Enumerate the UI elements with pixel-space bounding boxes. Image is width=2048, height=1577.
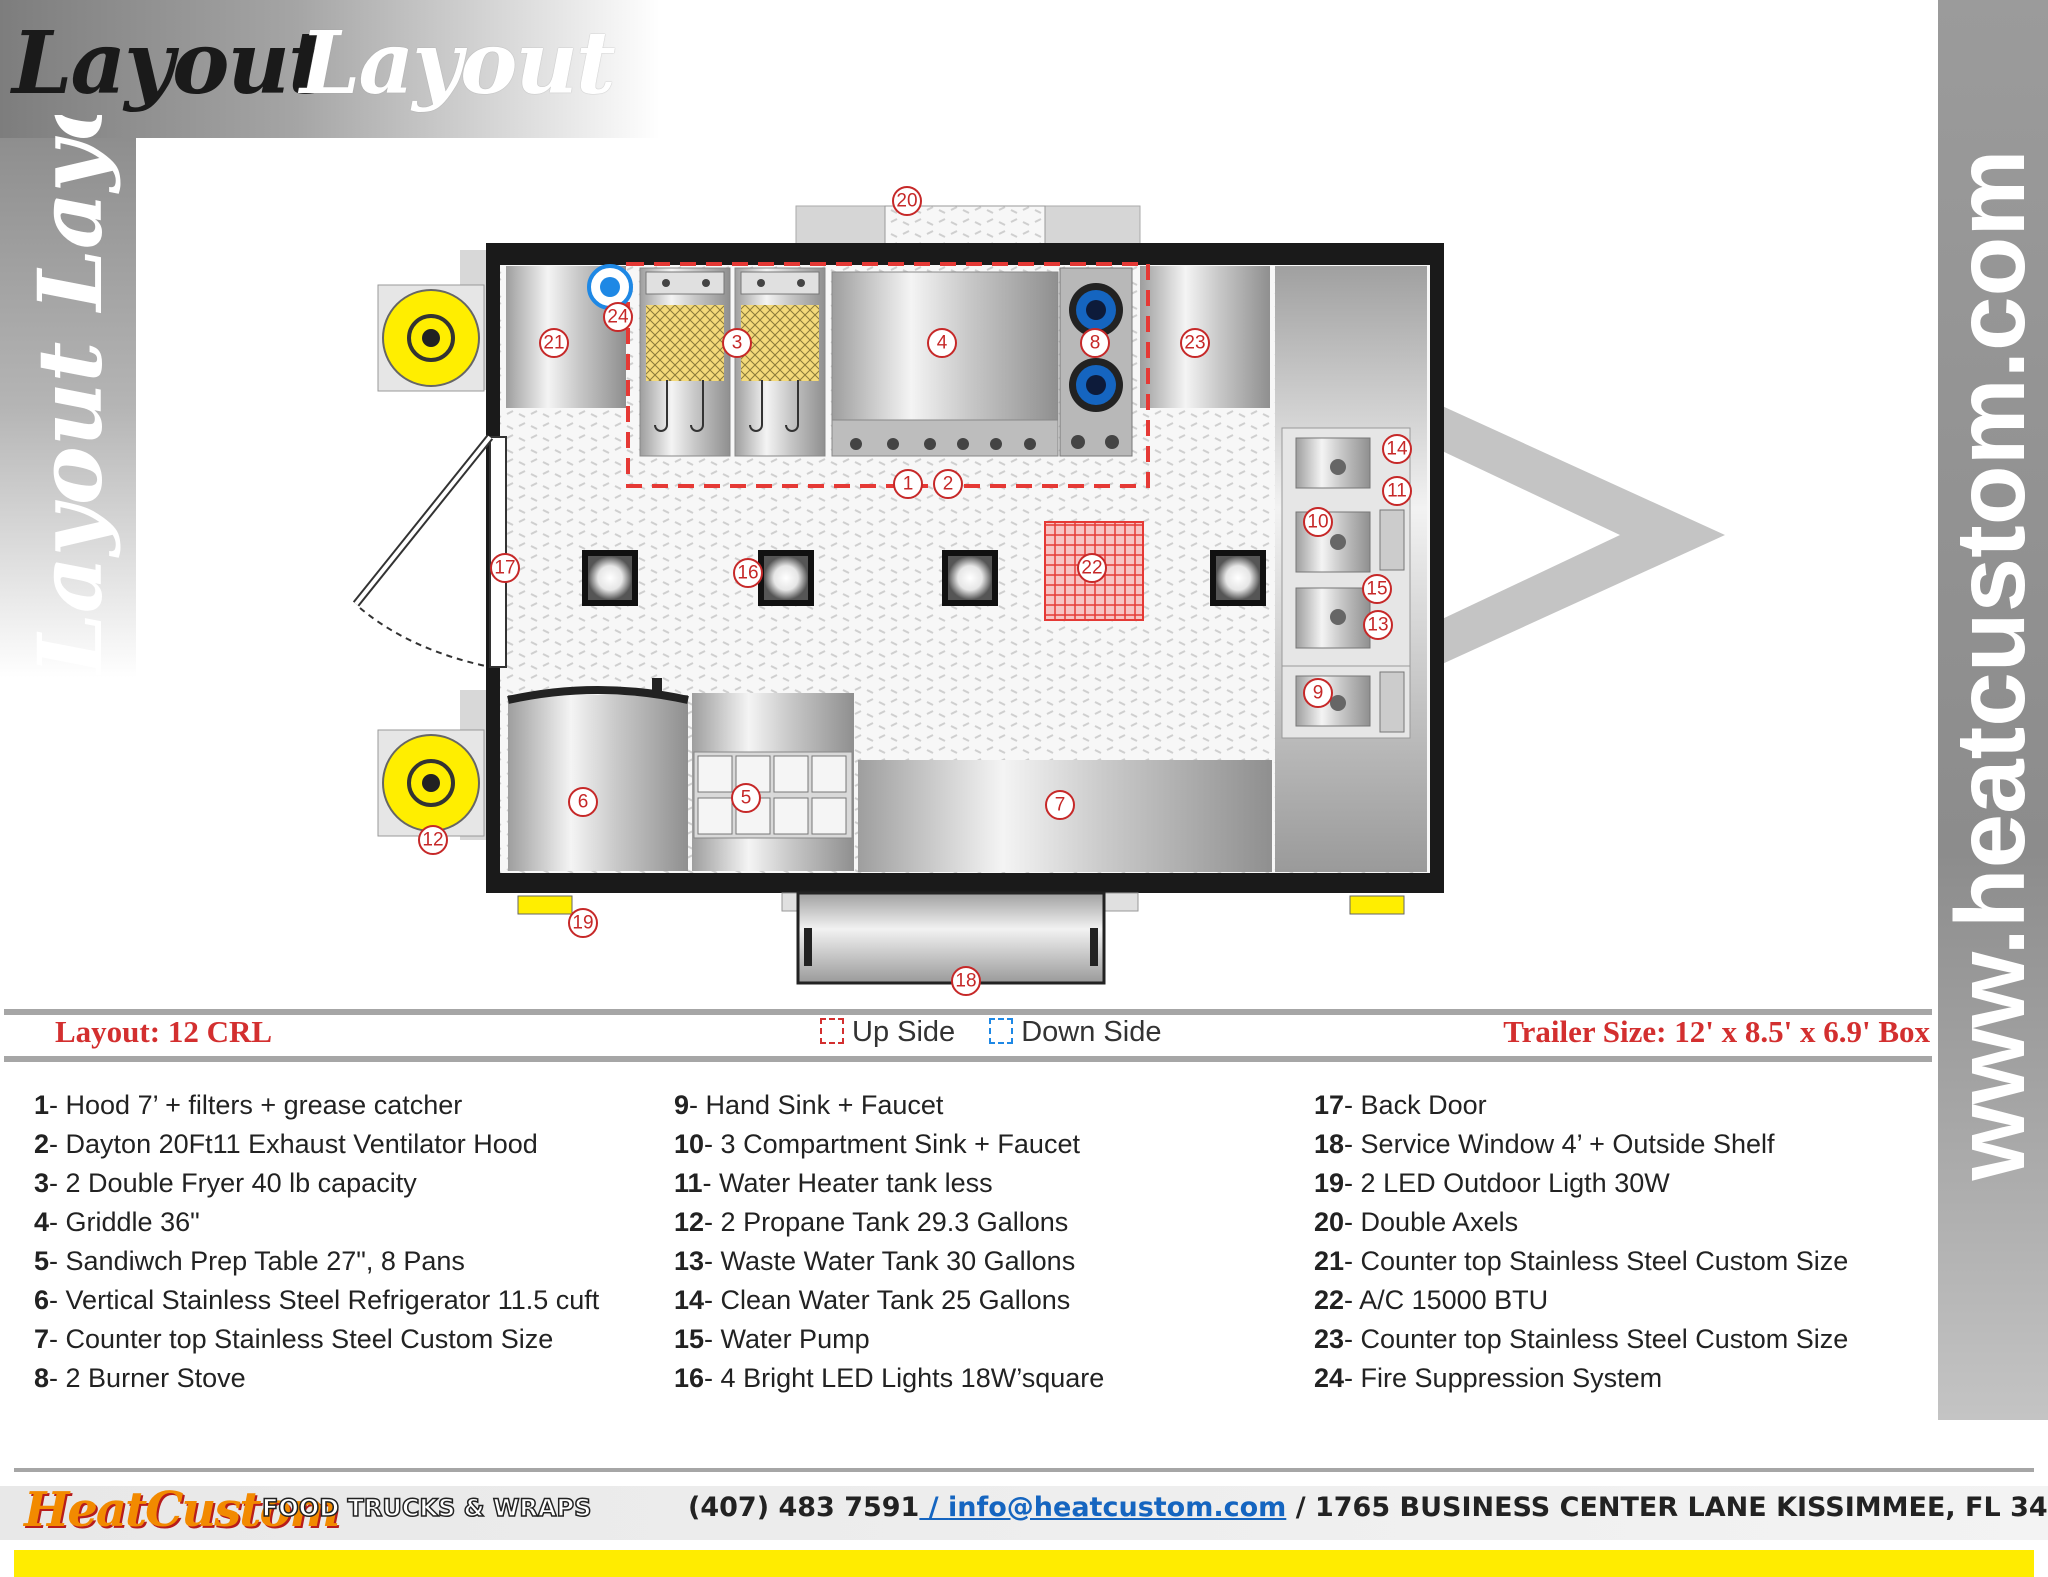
callout-4: 4 (937, 333, 948, 354)
callout-18: 18 (955, 971, 976, 992)
legend: Up Side Down Side (820, 1016, 1161, 1049)
outdoor-led-right (1349, 895, 1405, 915)
list-item: 15- Water Pump (674, 1324, 870, 1354)
list-item: 21- Counter top Stainless Steel Custom S… (1314, 1246, 1849, 1276)
list-item: 1- Hood 7’ + filters + grease catcher (34, 1090, 463, 1120)
list-item: 20- Double Axels (1314, 1207, 1519, 1237)
callout-12: 12 (422, 830, 443, 851)
list-item: 9- Hand Sink + Faucet (674, 1090, 944, 1120)
refrigerator (508, 695, 688, 871)
callout-17: 17 (494, 558, 515, 579)
page-title: Layout (12, 13, 328, 114)
fryers (639, 267, 826, 457)
list-item: 23- Counter top Stainless Steel Custom S… (1314, 1324, 1849, 1354)
callout-8: 8 (1090, 333, 1101, 354)
heatcustom-logo: HeatCustom (24, 1482, 340, 1538)
equipment-list-col3: 17- Back Door 18- Service Window 4’ + Ou… (1314, 1086, 1848, 1398)
address: 1765 BUSINESS CENTER LANE KISSIMMEE, FL … (1314, 1492, 2048, 1523)
legend-up-side: Up Side (852, 1016, 956, 1048)
list-item: 11- Water Heater tank less (674, 1168, 993, 1198)
list-item: 4- Griddle 36" (34, 1207, 200, 1237)
list-item: 13- Waste Water Tank 30 Gallons (674, 1246, 1076, 1276)
trailer-tongue (1440, 405, 1725, 665)
callout-5: 5 (741, 788, 752, 809)
callout-21: 21 (543, 333, 564, 354)
list-item: 17- Back Door (1314, 1090, 1487, 1120)
list-item: 7- Counter top Stainless Steel Custom Si… (34, 1324, 554, 1354)
layout-label: Layout: 12 CRL (55, 1014, 273, 1049)
callout-14: 14 (1386, 439, 1408, 460)
floor-plan: 20 24 21 3 4 8 23 14 11 10 1 2 17 16 22 … (352, 186, 1725, 996)
equipment-list-col1: 1- Hood 7’ + filters + grease catcher 2-… (34, 1086, 599, 1398)
tagline-logo: FOOD TRUCKS & WRAPS (261, 1493, 592, 1523)
hood-outline (626, 262, 1150, 488)
callout-23: 23 (1184, 333, 1205, 354)
sinks (1281, 427, 1411, 739)
legend-down-side: Down Side (1021, 1016, 1162, 1048)
list-item: 5- Sandiwch Prep Table 27", 8 Pans (34, 1246, 465, 1276)
trailer-size: Trailer Size: 12' x 8.5' x 6.9' Box (1503, 1014, 1930, 1049)
list-item: 2- Dayton 20Ft11 Exhaust Ventilator Hood (34, 1129, 538, 1159)
callout-11: 11 (1387, 481, 1407, 502)
phone-number: (407) 483 7591 (688, 1492, 920, 1523)
outdoor-led-left (517, 895, 573, 915)
list-item: 16- 4 Bright LED Lights 18W’square (674, 1363, 1105, 1393)
callout-24: 24 (607, 307, 629, 328)
email-link[interactable]: info@heatcustom.com (948, 1492, 1287, 1523)
callout-9: 9 (1313, 683, 1324, 704)
callout-15: 15 (1366, 579, 1387, 600)
burner-stove (1059, 267, 1133, 457)
callout-1: 1 (903, 474, 914, 495)
list-item: 12- 2 Propane Tank 29.3 Gallons (674, 1207, 1069, 1237)
url-band (1938, 0, 2048, 1420)
callout-6: 6 (578, 792, 589, 813)
list-item: 6- Vertical Stainless Steel Refrigerator… (34, 1285, 600, 1315)
footer-bar (0, 1486, 2048, 1540)
callout-22: 22 (1081, 558, 1102, 579)
equipment-list-col2: 9- Hand Sink + Faucet 10- 3 Compartment … (674, 1086, 1104, 1398)
list-item: 3- 2 Double Fryer 40 lb capacity (34, 1168, 417, 1198)
page-title-shadow: Layout (300, 13, 616, 114)
footer-stripe (14, 1550, 2034, 1577)
callout-10: 10 (1307, 512, 1328, 533)
prep-table (692, 693, 854, 871)
rule-top (4, 1009, 1932, 1015)
up-side-swatch (820, 1018, 844, 1044)
griddle (831, 271, 1059, 457)
propane-tanks (377, 284, 485, 837)
title-band (0, 0, 660, 138)
callout-7: 7 (1055, 795, 1066, 816)
list-item: 8- 2 Burner Stove (34, 1363, 246, 1393)
website-url: www.heatcustom.com (1935, 149, 2045, 1181)
side-band (0, 138, 136, 678)
callout-16: 16 (737, 563, 758, 584)
list-item: 24- Fire Suppression System (1314, 1363, 1663, 1393)
list-item: 10- 3 Compartment Sink + Faucet (674, 1129, 1080, 1159)
list-item: 22- A/C 15000 BTU (1314, 1285, 1549, 1315)
down-side-swatch (989, 1018, 1014, 1044)
callout-3: 3 (732, 333, 743, 354)
callout-13: 13 (1367, 615, 1388, 636)
callout-2: 2 (943, 474, 954, 495)
led-lights (582, 550, 1266, 606)
list-item: 19- 2 LED Outdoor Ligth 30W (1314, 1168, 1670, 1198)
footer-rule (14, 1468, 2034, 1472)
service-window (781, 891, 1139, 985)
callout-20: 20 (896, 191, 917, 212)
list-item: 18- Service Window 4’ + Outside Shelf (1314, 1129, 1775, 1159)
list-item: 14- Clean Water Tank 25 Gallons (674, 1285, 1071, 1315)
contact-line: (407) 483 7591 / info@heatcustom.com / 1… (688, 1492, 2048, 1523)
callout-19: 19 (572, 913, 593, 934)
rule-bottom (4, 1056, 1932, 1062)
